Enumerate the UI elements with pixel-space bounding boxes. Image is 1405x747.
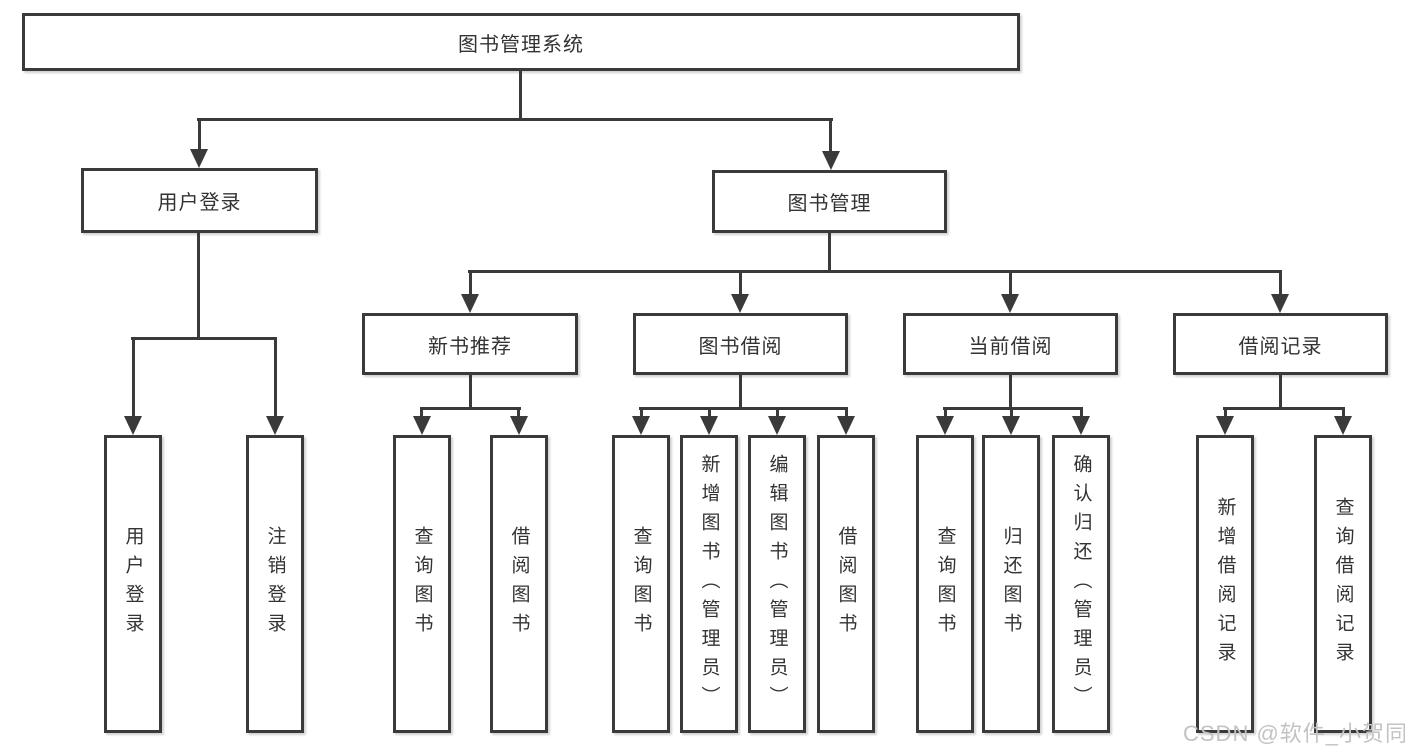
leaf-confirm-return-admin: 确认归还（管理员） <box>1052 435 1110 733</box>
arrow-down-icon <box>837 416 855 435</box>
connector-line <box>828 233 831 273</box>
leaf-label: 查询图书 <box>630 526 652 642</box>
leaf-label: 查询借阅记录 <box>1332 497 1354 671</box>
arrow-down-icon <box>632 416 650 435</box>
connector-line <box>639 407 848 410</box>
connector-line <box>1279 375 1282 410</box>
connector-line <box>1223 407 1345 410</box>
connector-line <box>1279 273 1282 296</box>
connector-line <box>1009 273 1012 296</box>
leaf-label: 注销登录 <box>264 526 286 642</box>
leaf-label: 用户登录 <box>122 526 144 642</box>
node-label: 当前借阅 <box>968 335 1053 358</box>
leaf-label: 确认归还（管理员） <box>1070 453 1092 715</box>
leaf-label: 查询图书 <box>934 526 956 642</box>
arrow-down-icon <box>461 294 479 313</box>
node-borrowing-records: 借阅记录 <box>1173 313 1388 375</box>
arrow-down-icon <box>768 416 786 435</box>
arrow-down-icon <box>822 151 840 170</box>
connector-line <box>739 375 742 410</box>
arrow-down-icon <box>1072 416 1090 435</box>
node-new-book-recommend: 新书推荐 <box>362 313 578 375</box>
connector-line <box>420 407 521 410</box>
connector-line <box>132 340 135 418</box>
connector-line <box>517 410 520 418</box>
connector-line <box>274 340 277 418</box>
connector-line <box>1224 410 1227 418</box>
connector-line <box>198 121 201 150</box>
leaf-label: 编辑图书（管理员） <box>766 453 788 715</box>
arrow-down-icon <box>731 294 749 313</box>
connector-line <box>469 375 472 410</box>
arrow-down-icon <box>1002 416 1020 435</box>
arrow-down-icon <box>1001 294 1019 313</box>
leaf-query-borrow-record: 查询借阅记录 <box>1314 435 1372 733</box>
node-book-management: 图书管理 <box>712 170 947 233</box>
connector-line <box>469 273 472 296</box>
connector-line <box>1009 375 1012 410</box>
node-label: 借阅记录 <box>1238 335 1323 358</box>
leaf-label: 借阅图书 <box>508 526 530 642</box>
leaf-label: 新增借阅记录 <box>1214 497 1236 671</box>
leaf-add-books-admin: 新增图书（管理员） <box>680 435 738 733</box>
connector-line <box>776 410 779 418</box>
node-user-login: 用户登录 <box>81 168 318 233</box>
arrow-down-icon <box>936 416 954 435</box>
leaf-user-login: 用户登录 <box>104 435 162 733</box>
arrow-down-icon <box>1334 416 1352 435</box>
arrow-down-icon <box>190 149 208 168</box>
connector-line <box>519 71 522 119</box>
leaf-label: 查询图书 <box>411 526 433 642</box>
node-label: 用户登录 <box>157 192 242 214</box>
connector-line <box>845 410 848 418</box>
node-current-borrowing: 当前借阅 <box>903 313 1118 375</box>
leaf-logout: 注销登录 <box>246 435 304 733</box>
connector-line <box>944 410 947 418</box>
arrow-down-icon <box>510 416 528 435</box>
leaf-add-borrow-record: 新增借阅记录 <box>1196 435 1254 733</box>
leaf-return-books: 归还图书 <box>982 435 1040 733</box>
leaf-query-books-current: 查询图书 <box>916 435 974 733</box>
arrow-down-icon <box>1271 294 1289 313</box>
connector-line <box>739 273 742 296</box>
connector-line <box>197 118 833 121</box>
csdn-watermark: CSDN @软件_小贺同学 <box>1183 721 1405 746</box>
leaf-query-books-recommend: 查询图书 <box>393 435 451 733</box>
node-label: 图书借阅 <box>698 335 783 358</box>
connector-line <box>131 337 277 340</box>
leaf-label: 借阅图书 <box>835 526 857 642</box>
arrow-down-icon <box>124 416 142 435</box>
leaf-edit-books-admin: 编辑图书（管理员） <box>748 435 806 733</box>
leaf-label: 归还图书 <box>1000 526 1022 642</box>
leaf-borrow-books: 借阅图书 <box>817 435 875 733</box>
connector-line <box>829 121 832 152</box>
node-book-management-system: 图书管理系统 <box>22 13 1020 71</box>
node-label: 图书管理 <box>787 193 872 215</box>
arrow-down-icon <box>413 416 431 435</box>
connector-line <box>197 233 200 337</box>
node-book-borrowing: 图书借阅 <box>633 313 848 375</box>
node-label: 新书推荐 <box>428 335 512 358</box>
leaf-label: 新增图书（管理员） <box>698 453 720 715</box>
connector-line <box>1010 410 1013 418</box>
connector-line <box>1080 410 1083 418</box>
arrow-down-icon <box>266 416 284 435</box>
node-label: 图书管理系统 <box>458 33 584 56</box>
connector-line <box>943 407 1083 410</box>
connector-line <box>468 270 1282 273</box>
connector-line <box>420 410 423 418</box>
connector-line <box>1342 410 1345 418</box>
leaf-query-books-borrowing: 查询图书 <box>612 435 670 733</box>
arrow-down-icon <box>1216 416 1234 435</box>
connector-line <box>640 410 643 418</box>
arrow-down-icon <box>700 416 718 435</box>
leaf-borrow-books-recommend: 借阅图书 <box>490 435 548 733</box>
connector-line <box>708 410 711 418</box>
